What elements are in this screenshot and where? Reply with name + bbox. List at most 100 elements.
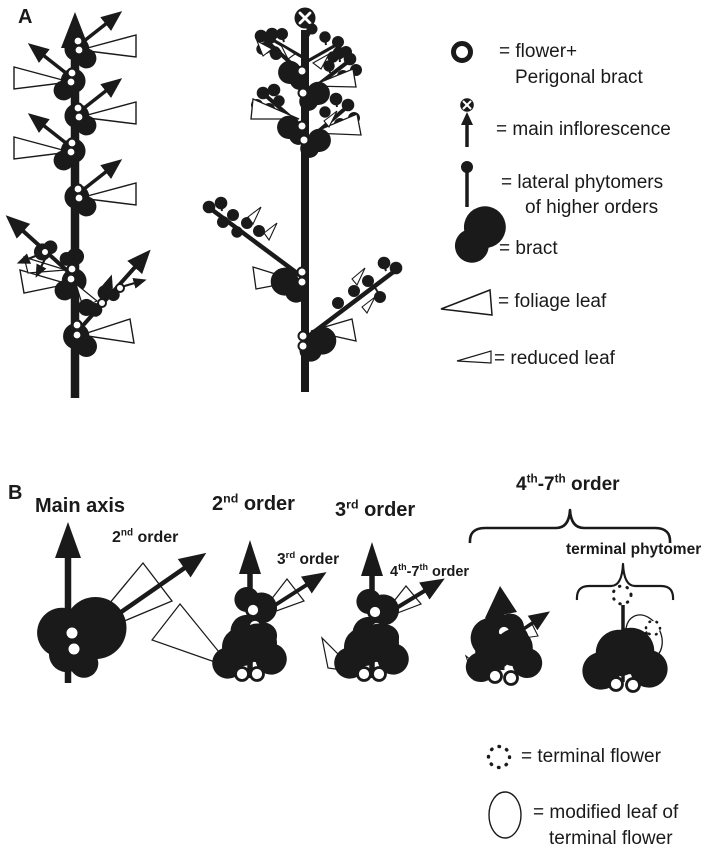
flower-icon — [296, 266, 308, 278]
order47-arrow — [378, 578, 445, 620]
terminal-flower-symbol — [486, 744, 512, 770]
reduced-leaf-icon — [351, 267, 366, 287]
flower-icon — [65, 76, 77, 88]
flower-icon — [73, 111, 85, 123]
legend-modified-leaf-label-line1: = modified leaf of — [533, 802, 679, 823]
flower-icon — [371, 666, 387, 682]
branch-cluster — [293, 46, 362, 117]
flower-icon — [298, 134, 310, 146]
branch-cluster — [202, 196, 314, 310]
phytomer-node-branched — [57, 249, 151, 364]
phytomer-dot — [332, 36, 344, 48]
terminal-phytomer-brace — [575, 562, 675, 601]
panelB-legend-symbols — [486, 744, 522, 839]
branch-cluster — [294, 92, 362, 164]
reduced-leaf-icon — [263, 222, 278, 242]
flower-icon — [356, 666, 372, 682]
flower-icon — [297, 330, 309, 342]
flower-icon — [608, 676, 624, 692]
unit-order3 — [321, 542, 445, 688]
flower-icon — [66, 67, 78, 79]
flower-icon — [503, 670, 519, 686]
phytomer-node — [13, 113, 91, 177]
order3-arrow — [256, 572, 327, 618]
flower-icon — [625, 677, 641, 693]
foliage-leaf-icon — [13, 136, 71, 160]
panelB-header-main-axis: Main axis — [35, 495, 126, 517]
legend-reduced-leaf-label: = reduced leaf — [494, 348, 615, 369]
flower-icon — [72, 35, 84, 47]
flower-icon — [71, 329, 83, 341]
flower-icon — [249, 666, 265, 682]
unit-order47 — [456, 586, 552, 691]
flower-icon — [73, 44, 85, 56]
main-inflorescence-icon — [294, 7, 316, 29]
legend-flower-label-line2: Perigonal bract — [515, 67, 643, 88]
phytomer-node — [13, 43, 91, 107]
unit-terminal-phytomer — [571, 584, 679, 701]
foliage-leaf-icon — [13, 66, 71, 90]
panelA-right-plant — [202, 7, 403, 392]
reduced-leaf-icon — [361, 296, 376, 314]
phytomer-node — [59, 11, 137, 75]
legend-lateral-phytomers-label-line2: of higher orders — [525, 197, 659, 218]
flower-icon — [296, 120, 308, 132]
order2-arrow — [76, 552, 207, 644]
reduced-leaf-icon — [377, 585, 422, 622]
phytomer-dot — [319, 31, 331, 43]
foliage-leaf-icon — [79, 101, 137, 125]
legend-main-inflorescence-label: = main inflorescence — [496, 119, 671, 140]
flower-icon — [367, 604, 383, 620]
legend-modified-leaf-label-line2: terminal flower — [549, 828, 673, 849]
panelB-units — [33, 508, 679, 701]
phytomer-dot — [276, 28, 288, 40]
branch-cluster — [254, 27, 315, 96]
legend-flower-label-line1: = flower+ — [499, 41, 578, 62]
flower-icon — [245, 602, 261, 618]
main-inflorescence-symbol — [460, 98, 474, 147]
legend-terminal-flower-label: = terminal flower — [521, 746, 661, 767]
reduced-leaf-icon — [255, 39, 274, 57]
reduced-leaf-icon — [311, 52, 331, 70]
flower-icon — [65, 273, 77, 285]
flower-icon — [65, 146, 77, 158]
modified-leaf-symbol — [488, 791, 522, 839]
flower-icon — [66, 263, 78, 275]
terminal-flower-icon — [644, 619, 662, 637]
foliage-leaf-icon — [151, 603, 234, 670]
flower-icon — [72, 183, 84, 195]
branch-label-order2: 2nd order — [112, 527, 179, 546]
foliage-leaf-icon — [80, 318, 135, 344]
branch-label-order3: 3rd order — [277, 549, 340, 568]
foliage-leaf-symbol — [440, 288, 493, 316]
foliage-leaf-icon — [79, 182, 137, 206]
foliage-leaf-icon — [78, 561, 174, 641]
panelB-header-order3: 3rd order — [335, 497, 416, 521]
legend-foliage-leaf-label: = foliage leaf — [498, 291, 607, 312]
flower-icon — [297, 340, 309, 352]
flower-icon — [115, 283, 125, 293]
reduced-leaf-icon — [279, 43, 296, 60]
branch-cluster — [293, 256, 403, 369]
branch-label-order47: 4th-7th order — [390, 562, 470, 580]
panelB-header-order2: 2nd order — [212, 491, 295, 515]
panelB-label: B — [8, 482, 23, 504]
branch-cluster — [250, 83, 314, 151]
reduced-leaf-symbol — [456, 350, 492, 364]
flower-icon — [296, 65, 308, 77]
phytomer-node — [59, 159, 137, 223]
panelA-label: A — [18, 6, 33, 28]
reduced-leaf-icon — [247, 206, 262, 226]
terminal-flower-icon — [611, 584, 633, 606]
lateral-phytomer-symbol — [461, 161, 473, 207]
bract-symbol — [445, 198, 515, 272]
flower-icon — [65, 640, 83, 658]
flower-icon — [63, 624, 81, 642]
panelB-header-terminal-phytomer: terminal phytomer — [566, 541, 702, 558]
panelA-left-plant — [5, 11, 151, 398]
foliage-leaf-icon — [250, 98, 300, 120]
foliage-leaf-icon — [79, 34, 137, 58]
phytomer-node — [59, 78, 137, 142]
flower-icon — [66, 137, 78, 149]
